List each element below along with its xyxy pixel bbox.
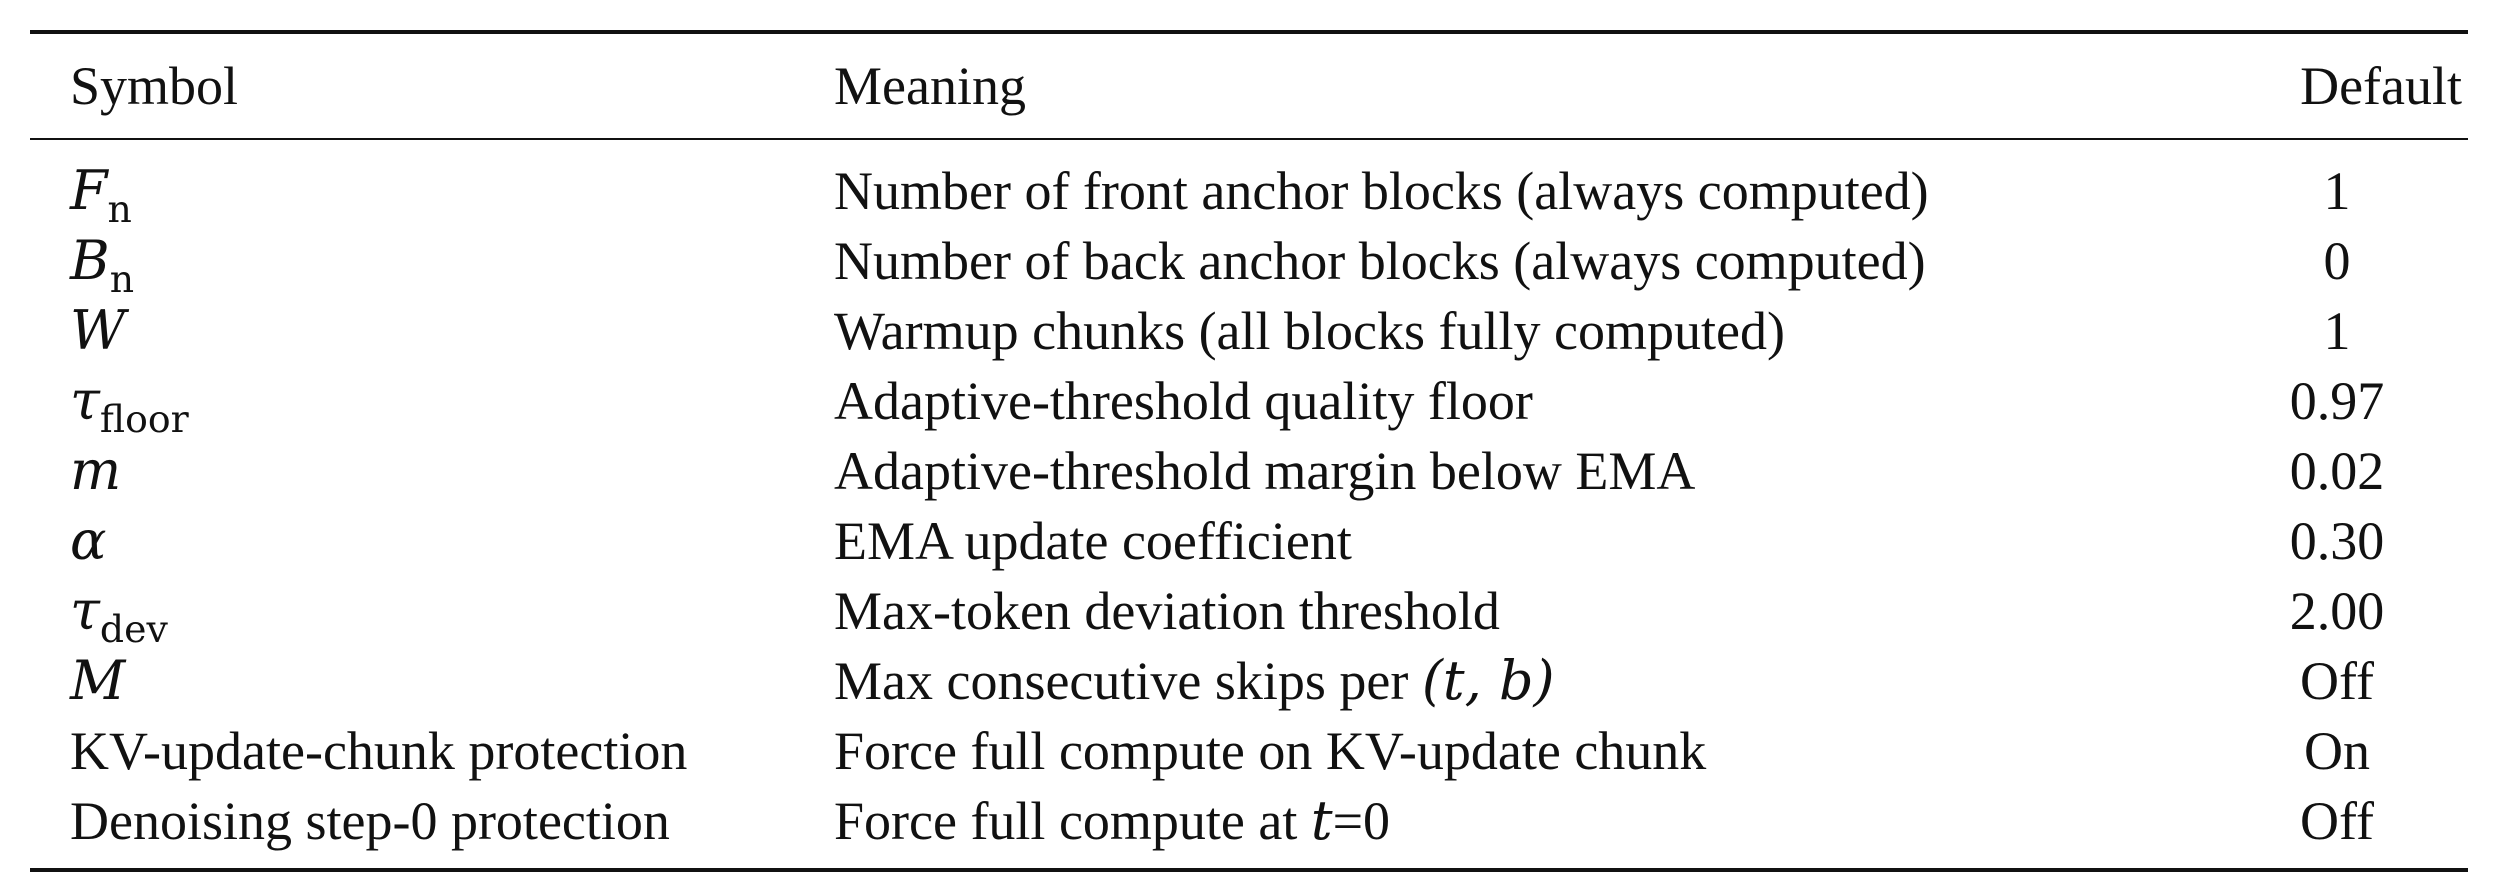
symbol-main: F xyxy=(70,159,108,222)
table-row: τdev Max-token deviation threshold 2.00 xyxy=(30,576,2468,648)
symbol-main: α xyxy=(70,509,107,572)
meaning-cell: Force full compute on KV-update chunk xyxy=(834,721,1707,781)
default-cell: 0.97 xyxy=(2289,371,2385,431)
meaning-cell: Number of front anchor blocks (always co… xyxy=(834,161,1929,221)
symbol-main: m xyxy=(70,439,122,502)
table-row: τfloor Adaptive-threshold quality floor … xyxy=(30,366,2468,438)
table-row: Denoising step-0 protection Force full c… xyxy=(30,786,2468,856)
meaning-cell: Adaptive-threshold margin below EMA xyxy=(834,441,1696,501)
meaning-cell: Number of back anchor blocks (always com… xyxy=(834,231,1926,291)
symbol-cell: Fn xyxy=(30,156,834,228)
symbol-main: τ xyxy=(70,579,100,642)
default-cell: 1 xyxy=(2323,161,2351,221)
meaning-cell: Force full compute at t=0 xyxy=(834,786,2206,856)
symbol-cell: M xyxy=(30,646,834,716)
default-cell: 0.30 xyxy=(2289,511,2385,571)
default-cell: 0.02 xyxy=(2289,441,2385,501)
meaning-math: (t, b) xyxy=(1421,649,1555,712)
symbol-main: W xyxy=(70,299,126,362)
header-default: Default xyxy=(2300,56,2462,116)
meaning-cell: Warmup chunks (all blocks fully computed… xyxy=(834,301,1785,361)
header-row: Symbol Meaning Default xyxy=(30,34,2468,138)
header-meaning: Meaning xyxy=(834,56,1026,116)
default-cell: Off xyxy=(2300,791,2374,851)
symbol-main: M xyxy=(70,649,126,712)
symbol-sub: n xyxy=(107,187,132,232)
table-row: Fn Number of front anchor blocks (always… xyxy=(30,156,2468,228)
meaning-cell: Max consecutive skips per (t, b) xyxy=(834,646,2206,716)
default-cell: Off xyxy=(2300,651,2374,711)
default-cell: On xyxy=(2304,721,2370,781)
symbol-sub: dev xyxy=(99,607,168,652)
default-cell: 1 xyxy=(2323,301,2351,361)
symbol-cell: Bn xyxy=(30,226,834,298)
symbol-main: B xyxy=(70,229,110,292)
symbol-cell: W xyxy=(30,296,834,366)
symbol-cell: KV-update-chunk protection xyxy=(70,721,688,781)
meaning-math: t xyxy=(1310,789,1333,852)
meaning-cell: Max-token deviation threshold xyxy=(834,581,1500,641)
table-row: α EMA update coefficient 0.30 xyxy=(30,506,2468,576)
table-row: W Warmup chunks (all blocks fully comput… xyxy=(30,296,2468,366)
symbol-sub: n xyxy=(109,257,135,302)
meaning-text: Max consecutive skips per xyxy=(834,651,1422,711)
default-cell: 2.00 xyxy=(2289,581,2385,641)
symbol-cell: m xyxy=(30,436,834,506)
meaning-cell: Adaptive-threshold quality floor xyxy=(834,371,1533,431)
bottom-rule xyxy=(30,868,2468,872)
meaning-math-rest: =0 xyxy=(1332,791,1391,851)
table-row: KV-update-chunk protection Force full co… xyxy=(30,716,2468,786)
meaning-text: Force full compute at xyxy=(834,791,1311,851)
default-cell: 0 xyxy=(2323,231,2351,291)
symbol-cell: Denoising step-0 protection xyxy=(70,791,670,851)
table-row: M Max consecutive skips per (t, b) Off xyxy=(30,646,2468,716)
symbol-cell: α xyxy=(30,506,834,576)
symbol-cell: τdev xyxy=(30,576,834,648)
table-row: m Adaptive-threshold margin below EMA 0.… xyxy=(30,436,2468,506)
top-rule xyxy=(30,30,2468,34)
header-rule xyxy=(30,138,2468,140)
table-body: Fn Number of front anchor blocks (always… xyxy=(30,140,2468,856)
symbol-sub: floor xyxy=(99,397,189,442)
symbol-main: τ xyxy=(70,369,100,432)
table-row: Bn Number of back anchor blocks (always … xyxy=(30,226,2468,298)
symbol-cell: τfloor xyxy=(30,366,834,438)
header-symbol: Symbol xyxy=(70,56,239,116)
meaning-cell: EMA update coefficient xyxy=(834,511,1352,571)
parameter-table: Symbol Meaning Default Fn Number of fron… xyxy=(30,30,2468,872)
